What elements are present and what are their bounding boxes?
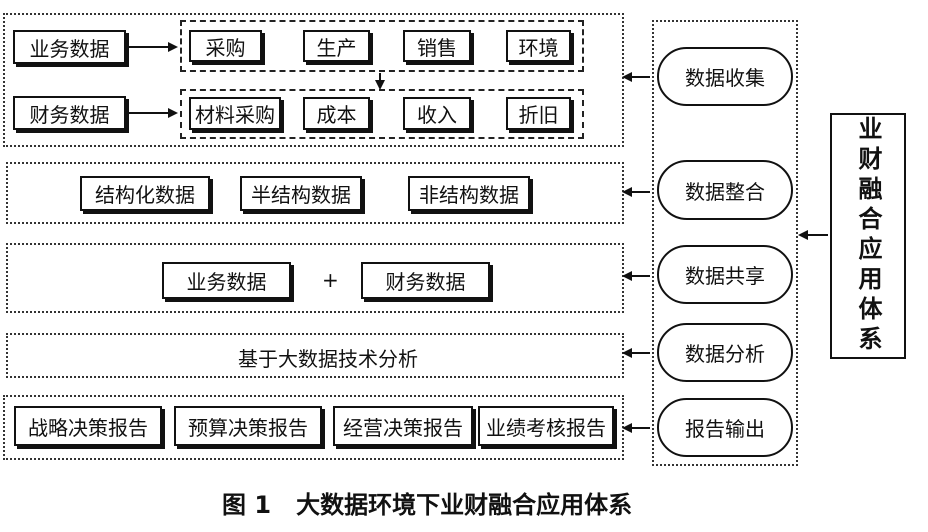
finance-data-label: 财务数据 [13, 96, 126, 130]
business-item-procurement: 采购 [189, 30, 262, 62]
stage-data-integration: 数据整合 [657, 160, 793, 220]
strategic-report-box: 战略决策报告 [14, 406, 162, 446]
unstructured-data-box: 非结构数据 [408, 176, 530, 211]
stage-data-collection: 数据收集 [657, 47, 793, 106]
shared-finance-data-box: 财务数据 [361, 262, 490, 299]
figure-caption: 图 1 大数据环境下业财融合应用体系 [222, 491, 633, 519]
performance-report-box: 业绩考核报告 [478, 406, 614, 446]
budget-report-box: 预算决策报告 [174, 406, 322, 446]
finance-item-revenue: 收入 [403, 97, 471, 130]
analysis-text: 基于大数据技术分析 [238, 347, 418, 371]
stage-data-sharing: 数据共享 [657, 245, 793, 304]
business-item-production: 生产 [303, 30, 370, 62]
plus-sign: + [322, 268, 339, 292]
stage-data-analysis: 数据分析 [657, 323, 793, 382]
finance-item-material-procurement: 材料采购 [189, 97, 281, 130]
stages-column-frame [652, 20, 798, 466]
business-item-sales: 销售 [403, 30, 471, 62]
shared-business-data-box: 业务数据 [162, 262, 291, 299]
business-item-environment: 环境 [506, 30, 571, 62]
structured-data-box: 结构化数据 [80, 176, 210, 211]
operation-report-box: 经营决策报告 [333, 406, 473, 446]
system-title: 业财融合应用体系 [830, 113, 906, 359]
finance-item-cost: 成本 [303, 97, 370, 130]
business-items-group [180, 20, 584, 72]
stage-report-output: 报告输出 [657, 398, 793, 457]
business-data-label: 业务数据 [13, 30, 126, 64]
finance-items-group [180, 89, 584, 139]
finance-item-depreciation: 折旧 [506, 97, 571, 130]
semi-structured-data-box: 半结构数据 [240, 176, 362, 211]
